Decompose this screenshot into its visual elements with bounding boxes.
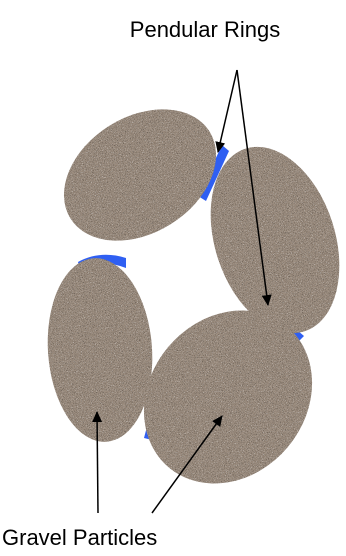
pendular-ring-arrow <box>218 70 237 152</box>
gravel-particle <box>42 255 159 446</box>
pendular-rings-label: Pendular Rings <box>130 17 280 42</box>
gravel-particle <box>40 82 241 267</box>
gravel-particles-label: Gravel Particles <box>2 525 157 550</box>
gravel-particles <box>40 82 346 517</box>
gravel-particle-arrow <box>97 412 98 513</box>
